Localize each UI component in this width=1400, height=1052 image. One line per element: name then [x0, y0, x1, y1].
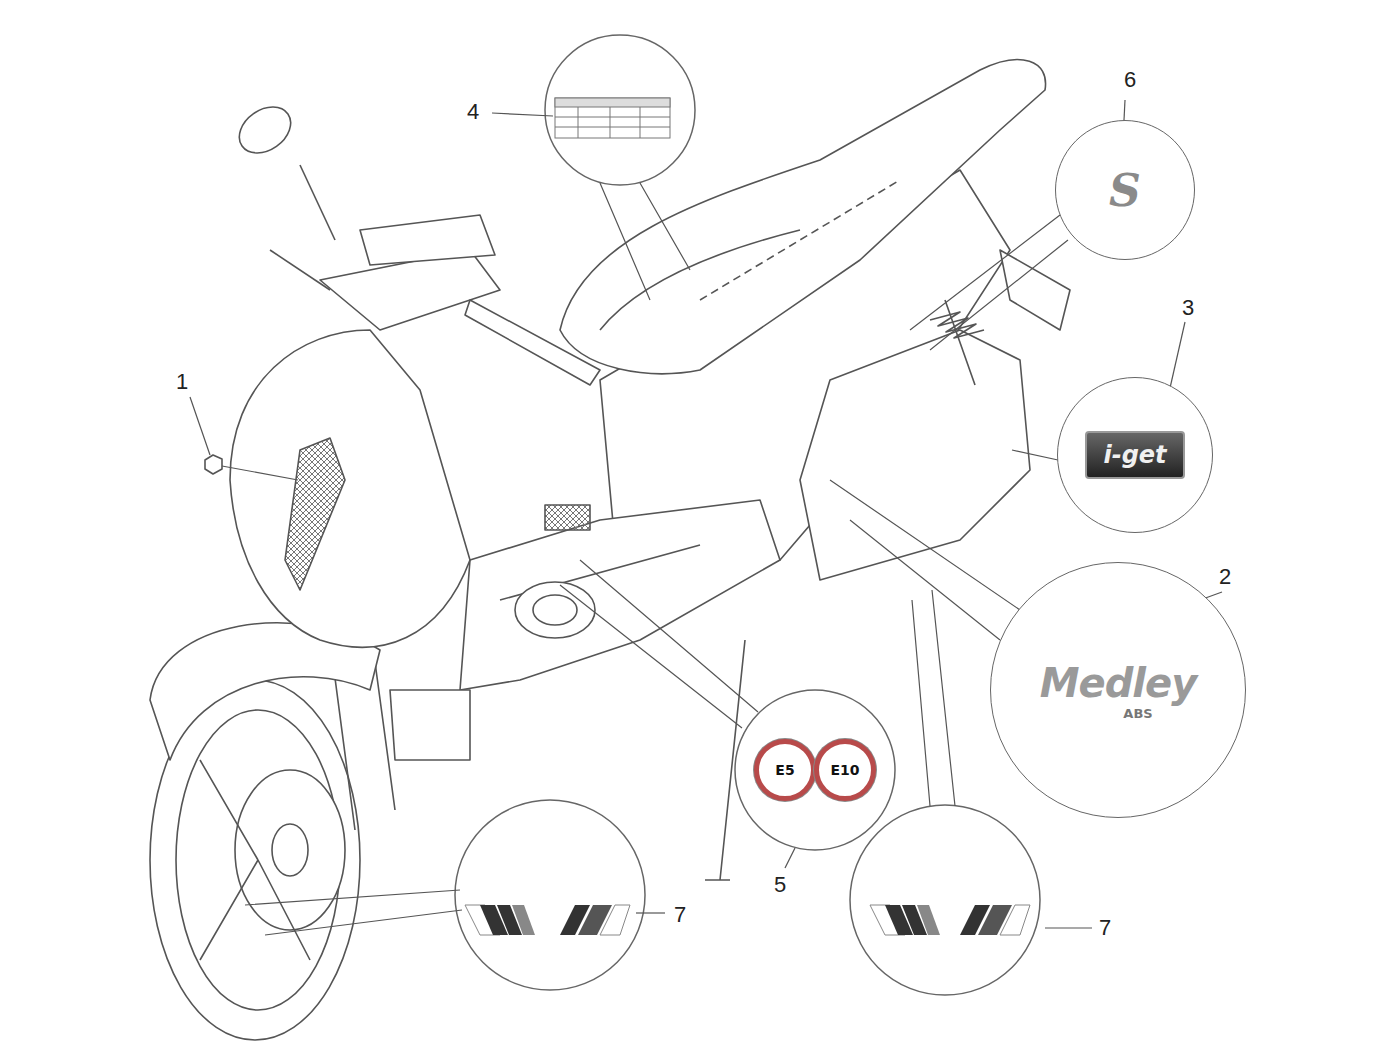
detail-circle: S [1055, 120, 1195, 260]
callout-number: 1 [176, 371, 188, 393]
fuel-label: E5 [775, 762, 794, 778]
fuel-badge: E5 [754, 739, 816, 801]
callout-number: 5 [774, 874, 786, 896]
decal-text: S [1109, 165, 1141, 216]
callout-number: 4 [467, 101, 479, 123]
detail-circle: MedleyABS [990, 562, 1246, 818]
callout-number: 3 [1182, 297, 1194, 319]
fuel-badge: E10 [814, 739, 876, 801]
fuel-label: E10 [830, 762, 859, 778]
callout-number: 7 [674, 904, 686, 926]
callout-number: 7 [1099, 917, 1111, 939]
decal-text: i-get [1085, 431, 1184, 479]
callout-number: 6 [1124, 69, 1136, 91]
detail-circle: i-get [1057, 377, 1213, 533]
callout-number: 2 [1219, 566, 1231, 588]
decal-text: Medley [1040, 660, 1196, 706]
decal-text: ABS [1123, 706, 1152, 721]
